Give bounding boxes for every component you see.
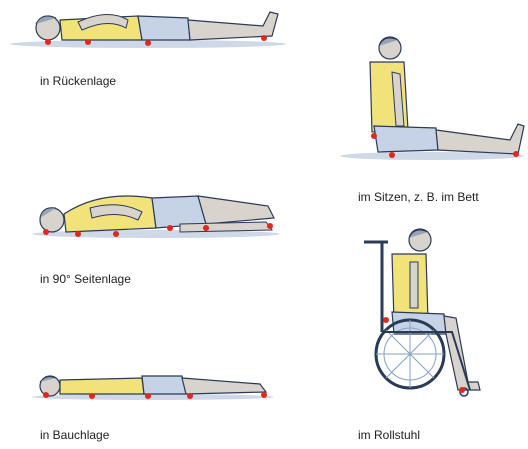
caption-sitzen: im Sitzen, z. B. im Bett — [358, 190, 479, 204]
caption-rollstuhl: im Rollstuhl — [358, 428, 420, 442]
caption-bauchlage: in Bauchlage — [40, 428, 109, 442]
figure-rollstuhl — [352, 222, 500, 398]
caption-seitenlage: in 90° Seitenlage — [40, 272, 131, 286]
figure-bauchlage — [30, 366, 276, 404]
caption-rueckenlage: in Rückenlage — [40, 74, 116, 88]
figure-sitzen — [338, 34, 526, 164]
figure-rueckenlage — [8, 2, 290, 56]
figure-seitenlage — [30, 178, 282, 242]
